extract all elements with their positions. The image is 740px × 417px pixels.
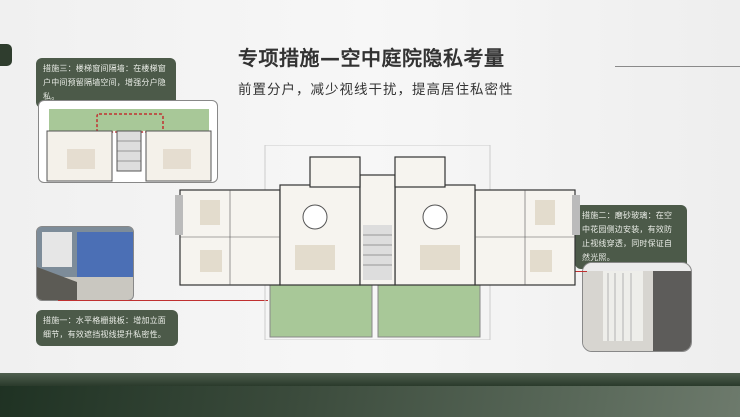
note-measure-2: 措施二：磨砂玻璃：在空中花园侧边安装，有效防止视线穿透，同时保证自然光照。 — [575, 205, 687, 269]
floor-plan — [170, 144, 585, 341]
stair-window-plan-image — [38, 100, 218, 183]
section-tab-marker — [0, 44, 12, 66]
note-measure-3: 措施三：楼梯窗间隔墙：在楼梯窗户中间预留隔墙空间，增强分户隐私。 — [36, 58, 176, 108]
frosted-glass-photo — [582, 262, 692, 352]
note-measure-1: 措施一：水平格栅挑板：增加立面细节，有效遮挡视线提升私密性。 — [36, 310, 178, 346]
page-subtitle: 前置分户，减少视线干扰，提高居住私密性 — [238, 82, 514, 98]
footer-band — [0, 373, 740, 417]
header-divider — [615, 66, 740, 67]
page-title: 专项措施—空中庭院隐私考量 — [238, 46, 505, 70]
leader-line-1 — [58, 300, 268, 301]
horizontal-grille-photo — [36, 226, 134, 301]
